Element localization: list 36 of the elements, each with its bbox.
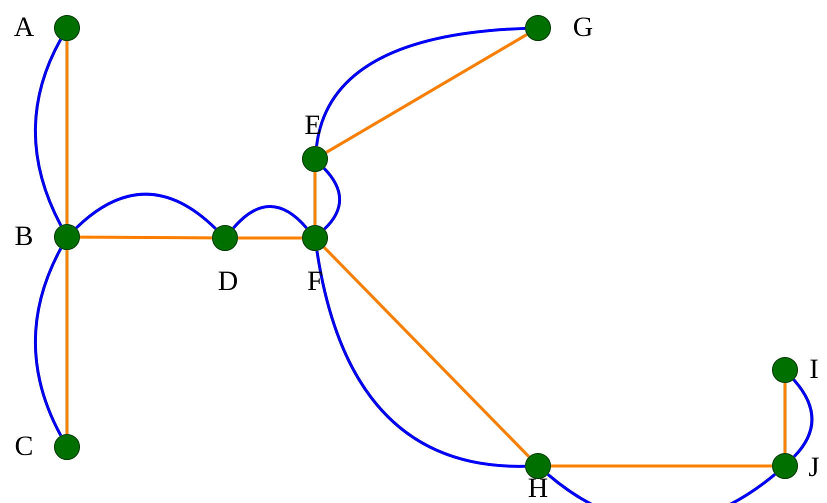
vertex-circle	[54, 434, 80, 460]
straight-edge	[66, 250, 68, 434]
vertex-circle	[525, 15, 551, 41]
vertex-label: E	[304, 112, 322, 140]
vertex-label: J	[808, 454, 820, 482]
vertex-circle	[302, 146, 328, 172]
vertex-label: A	[14, 14, 34, 42]
vertex-circle	[302, 225, 328, 251]
curved-edge	[34, 248, 62, 436]
vertex-circle	[212, 225, 238, 251]
vertex-circle	[772, 453, 798, 479]
straight-edge	[325, 33, 528, 154]
vertex-label: B	[14, 223, 34, 251]
curved-edge	[546, 473, 776, 503]
vertex-circle	[54, 15, 80, 41]
vertex-label: F	[307, 268, 323, 296]
vertex-label: C	[14, 433, 34, 461]
straight-edge	[238, 236, 302, 240]
vertex-label: I	[809, 356, 819, 384]
straight-edge	[80, 236, 212, 240]
straight-edge	[314, 172, 316, 225]
vertex-label: G	[572, 14, 594, 42]
vertex-circle	[525, 453, 551, 479]
curved-edge	[232, 205, 308, 230]
curved-edge	[792, 378, 814, 458]
vertex-circle	[772, 357, 798, 383]
straight-edge	[784, 383, 786, 453]
vertex-label: D	[218, 268, 238, 296]
curved-edge	[315, 26, 526, 146]
vertex-label: H	[528, 475, 548, 503]
straight-edge	[551, 464, 772, 468]
vertex-circle	[54, 224, 80, 250]
curved-edge	[322, 167, 342, 230]
straight-edge	[66, 41, 68, 224]
curved-edge	[34, 38, 62, 226]
curved-edge	[75, 192, 217, 230]
